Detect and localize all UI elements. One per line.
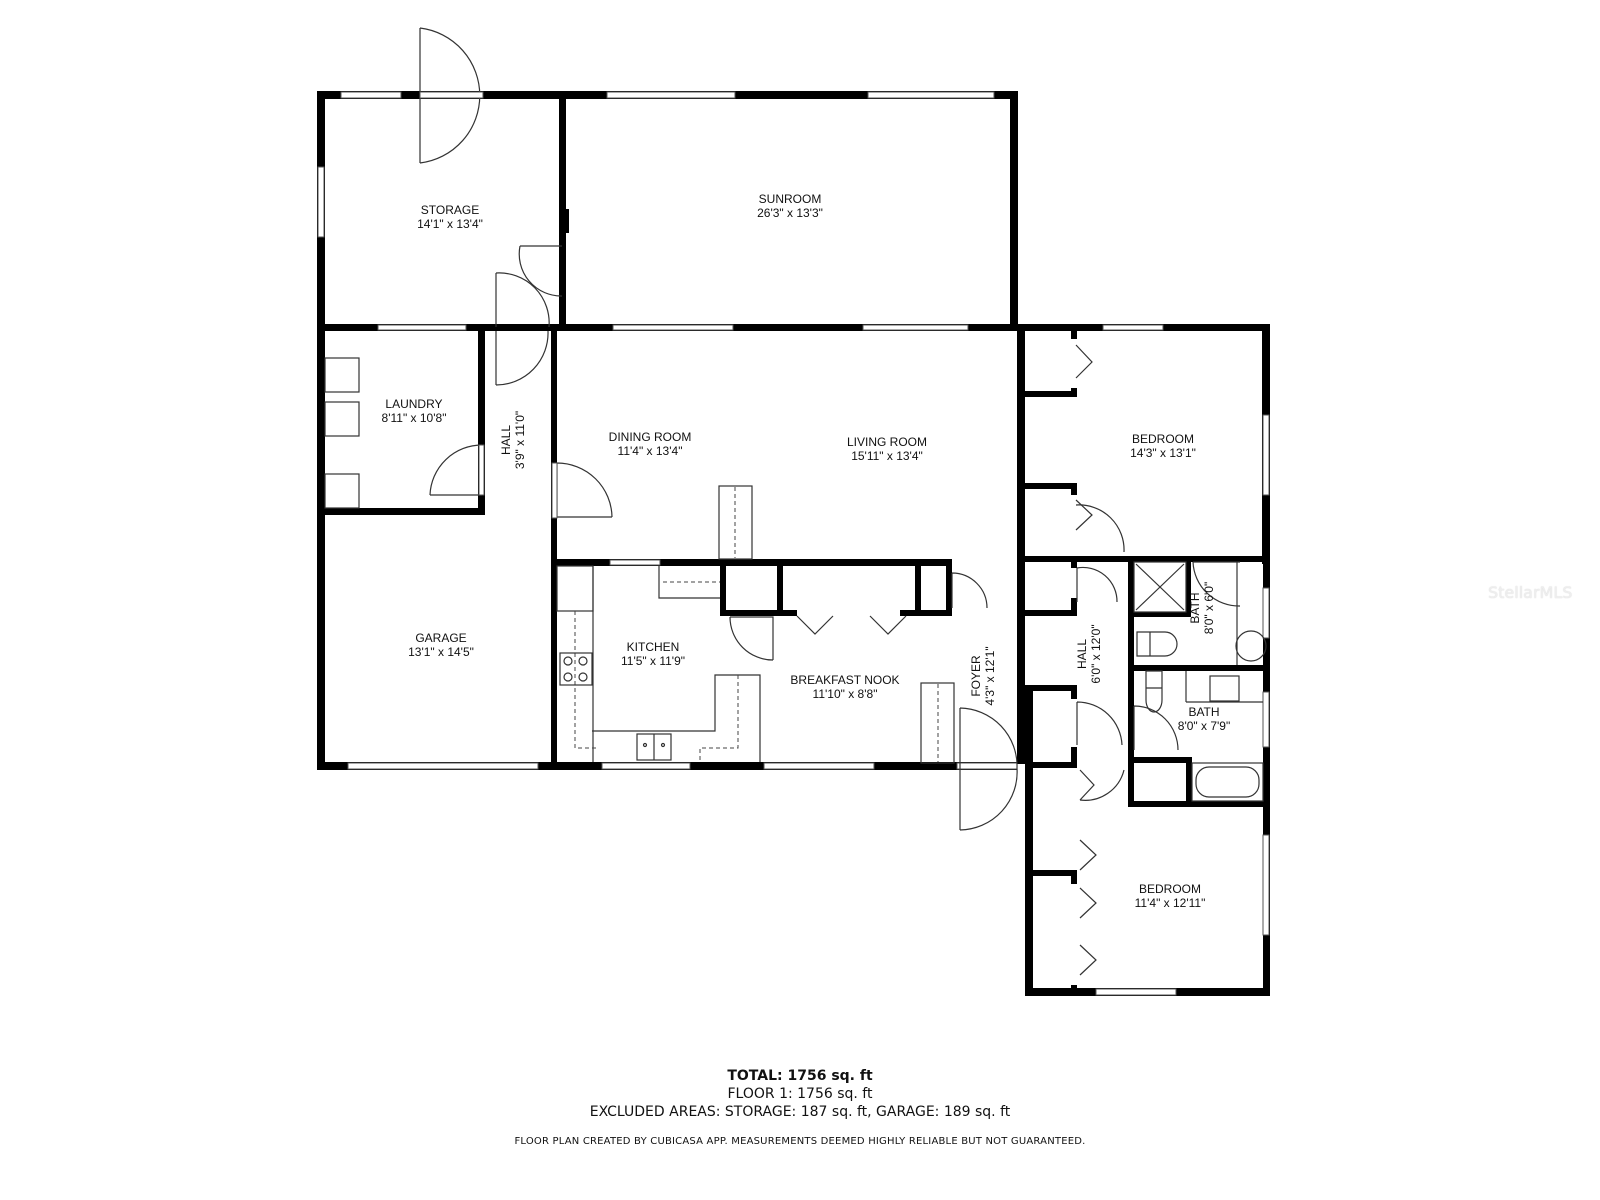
windows xyxy=(317,91,1270,996)
room-dims-dining: 11'4" x 13'4" xyxy=(618,444,683,458)
fixtures xyxy=(324,357,1267,802)
room-name-breakfast-nook: BREAKFAST NOOK xyxy=(790,673,899,687)
room-dims-bedroom-2: 11'4" x 12'11" xyxy=(1135,896,1206,910)
room-dims-foyer: 4'3" x 12'1" xyxy=(983,646,997,705)
room-name-bath-2: BATH xyxy=(1188,705,1219,719)
room-name-dining: DINING ROOM xyxy=(609,430,692,444)
room-dims-garage: 13'1" x 14'5" xyxy=(408,645,474,659)
room-name-garage: GARAGE xyxy=(415,631,466,645)
room-name-laundry: LAUNDRY xyxy=(385,397,442,411)
room-dims-laundry: 8'11" x 10'8" xyxy=(382,411,447,425)
total-area: TOTAL: 1756 sq. ft xyxy=(727,1068,873,1084)
room-dims-bath-1: 8'0" x 6'0" xyxy=(1202,582,1216,634)
room-dims-bedroom-1: 14'3" x 13'1" xyxy=(1130,446,1196,460)
room-dims-hall-east: 6'0" x 12'0" xyxy=(1089,624,1103,683)
room-name-bedroom-1: BEDROOM xyxy=(1132,432,1194,446)
room-name-bedroom-2: BEDROOM xyxy=(1139,882,1201,896)
room-dims-kitchen: 11'5" x 11'9" xyxy=(621,654,685,668)
room-name-living: LIVING ROOM xyxy=(847,435,927,449)
room-dims-hall-west: 3'9" x 11'0" xyxy=(513,411,527,469)
room-dims-storage: 14'1" x 13'4" xyxy=(417,217,483,231)
watermark-logo: StellarMLS xyxy=(1488,583,1573,602)
room-name-kitchen: KITCHEN xyxy=(627,640,680,654)
room-dims-bath-2: 8'0" x 7'9" xyxy=(1178,719,1230,733)
room-dims-breakfast-nook: 11'10" x 8'8" xyxy=(813,687,878,701)
room-dims-living: 15'11" x 13'4" xyxy=(851,449,923,463)
doors xyxy=(419,27,1241,976)
disclaimer: FLOOR PLAN CREATED BY CUBICASA APP. MEAS… xyxy=(514,1136,1086,1147)
room-dims-sunroom: 26'3" x 13'3" xyxy=(757,206,823,220)
room-labels: STORAGE 14'1" x 13'4" SUNROOM 26'3" x 13… xyxy=(382,192,1231,910)
room-name-sunroom: SUNROOM xyxy=(759,192,822,206)
room-name-foyer: FOYER xyxy=(969,655,983,697)
excluded-areas: EXCLUDED AREAS: STORAGE: 187 sq. ft, GAR… xyxy=(589,1104,1011,1120)
room-name-hall-east: HALL xyxy=(1075,639,1089,669)
floor-area: FLOOR 1: 1756 sq. ft xyxy=(727,1086,873,1102)
room-name-hall-west: HALL xyxy=(499,425,513,455)
room-name-bath-1: BATH xyxy=(1188,592,1202,623)
room-name-storage: STORAGE xyxy=(421,203,479,217)
